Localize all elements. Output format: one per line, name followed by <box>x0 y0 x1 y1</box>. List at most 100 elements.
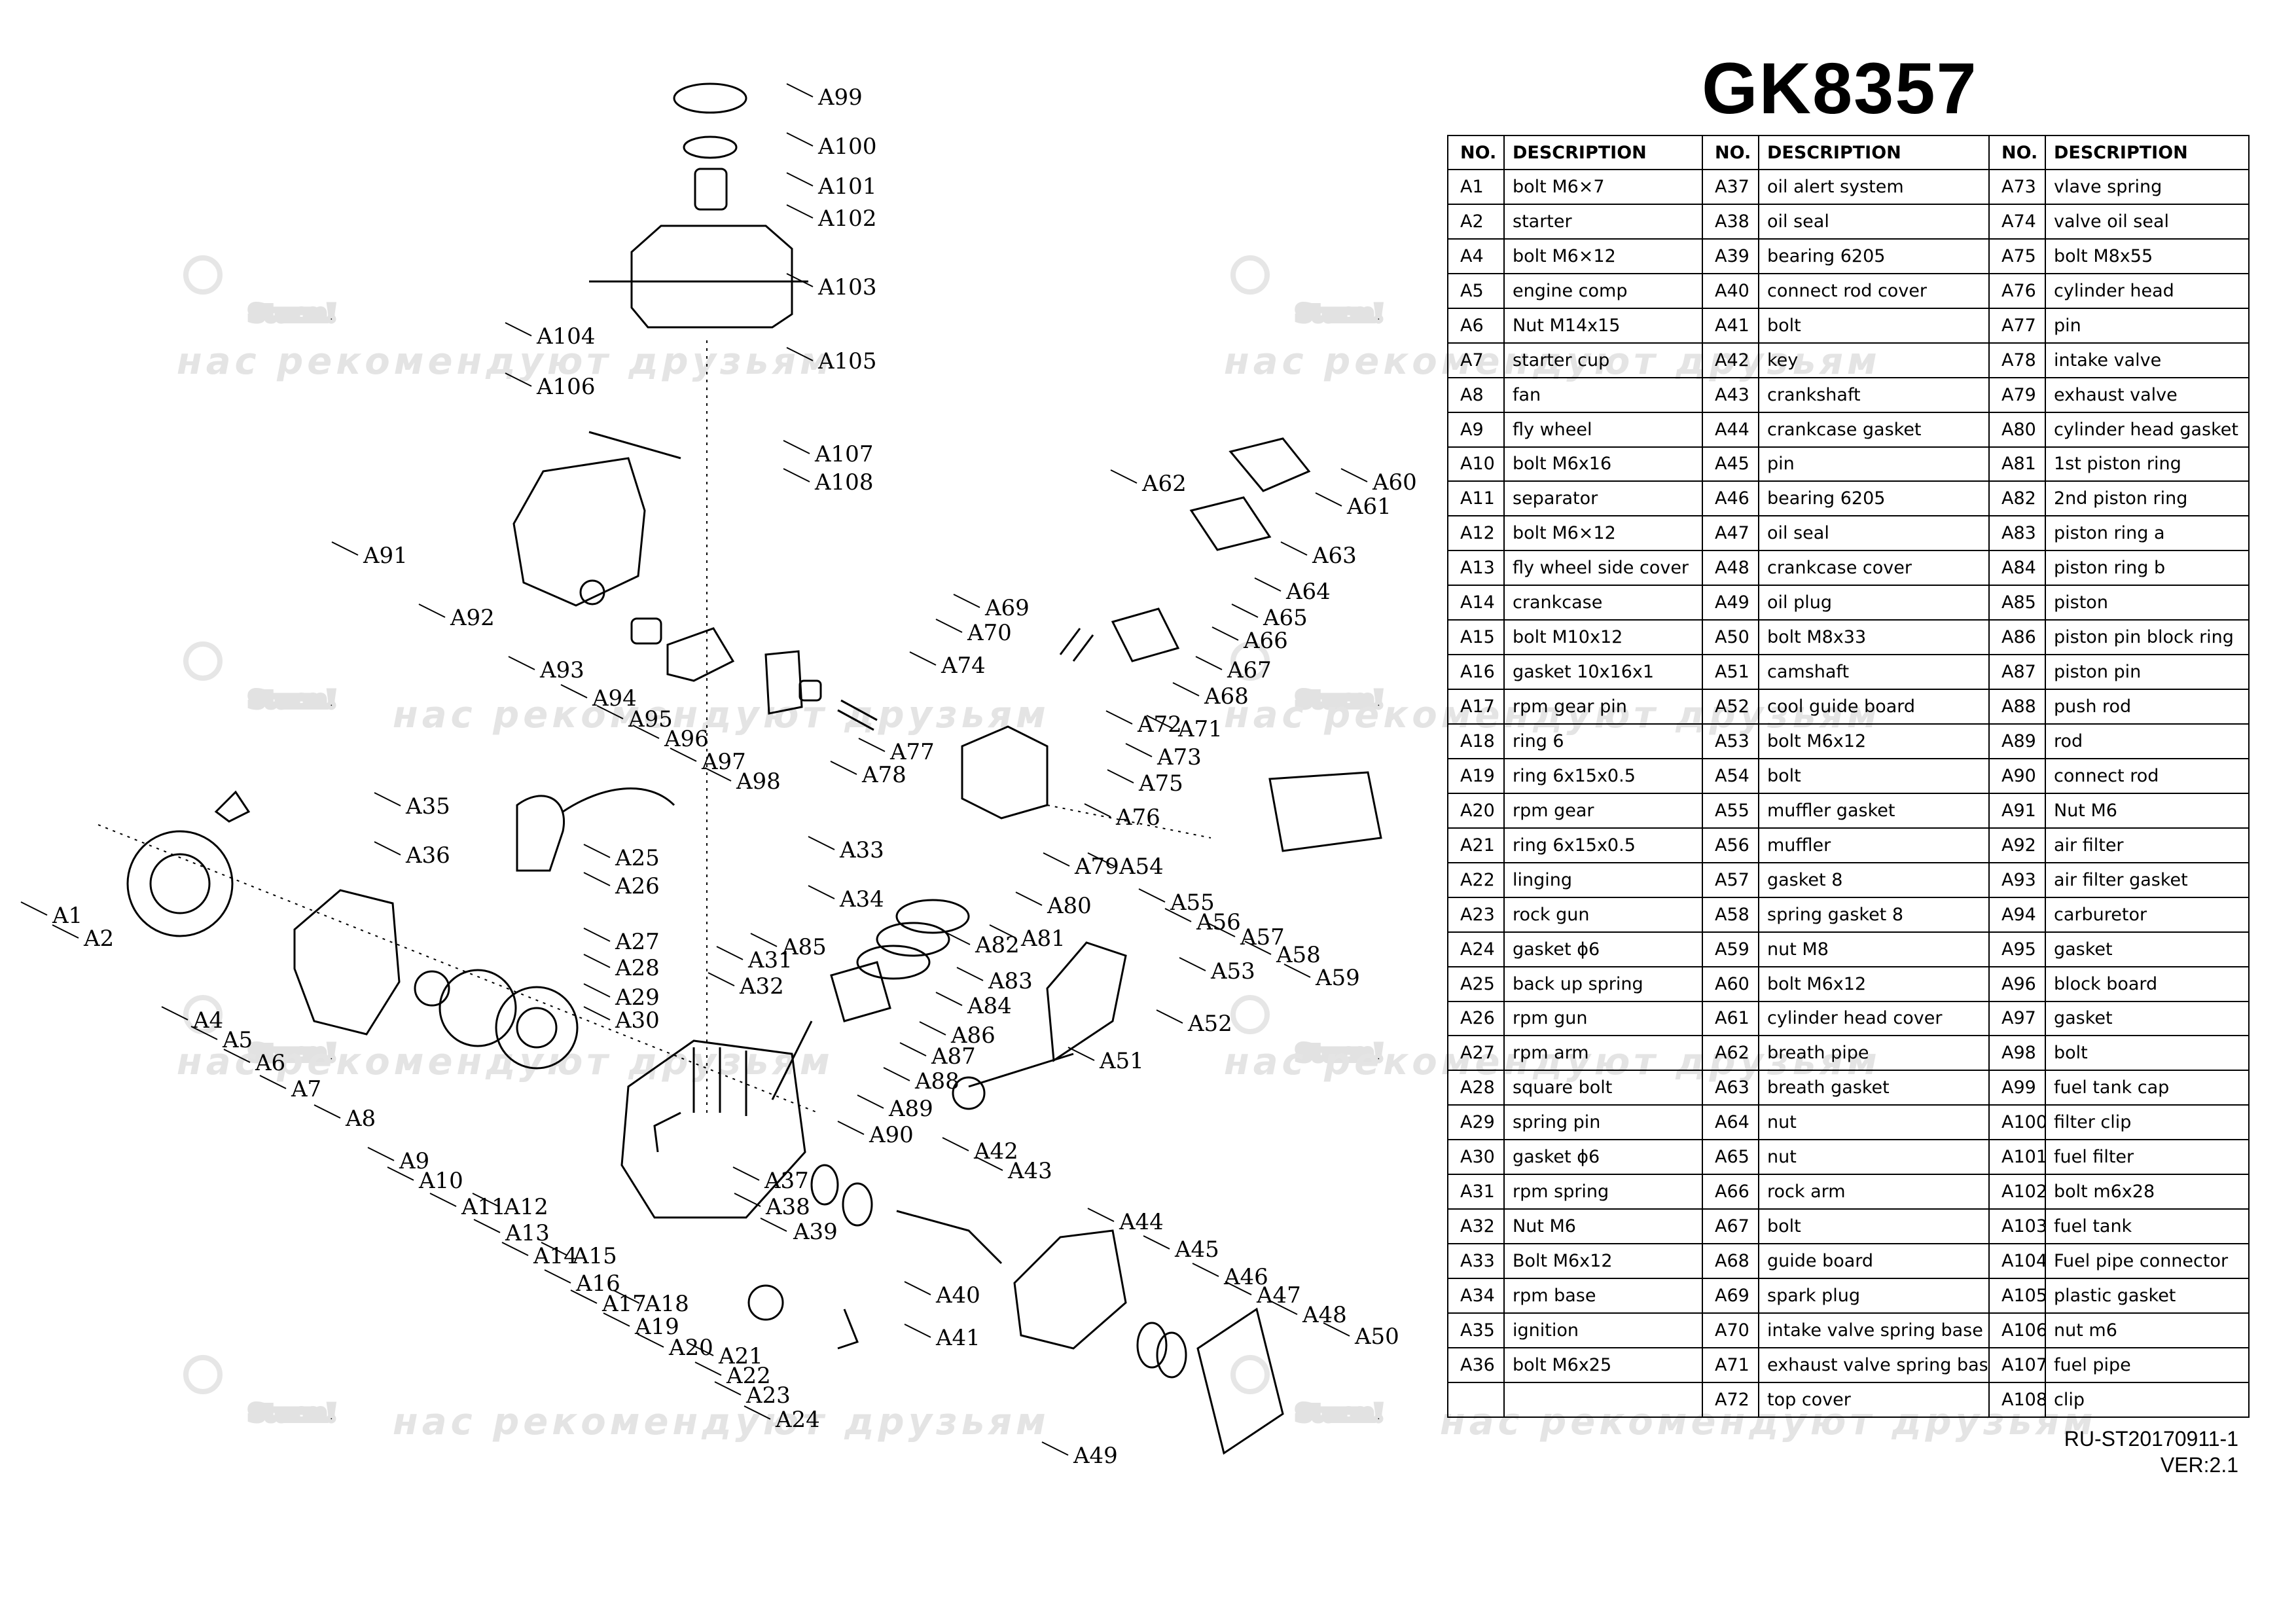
part-number-cell: A71 <box>1702 1346 1759 1383</box>
part-description-cell: piston <box>2045 585 2250 621</box>
part-number-cell: A91 <box>1988 792 2046 829</box>
part-description-cell: crankshaft <box>1758 376 1990 413</box>
watermark-slogan: нас рекомендуют друзьям <box>393 694 1050 736</box>
part-description-cell: ring 6 <box>1503 723 1703 759</box>
part-number-cell: A98 <box>1988 1035 2046 1072</box>
header-no-1: NO. <box>1447 135 1505 170</box>
exploded-parts-diagram: A1A2A4A5A6A7A8A9A10A11A12A13A14A15A16A17… <box>20 82 1417 1469</box>
part-number-cell: A70 <box>1702 1312 1759 1348</box>
filter-clip-shape <box>683 135 738 159</box>
part-number-cell: A83 <box>1988 515 2046 552</box>
flywheel-side-cover-shape <box>293 889 401 1036</box>
callout-leader-line <box>1270 1301 1298 1315</box>
header-description-2: DESCRIPTION <box>1758 135 1990 170</box>
part-number-cell: A48 <box>1702 550 1759 586</box>
part-description-cell: ignition <box>1503 1312 1703 1348</box>
callout-label: A53 <box>1210 958 1255 984</box>
callout-label: A104 <box>536 323 595 350</box>
part-number-cell: A52 <box>1702 689 1759 725</box>
callout-leader-line <box>374 841 401 856</box>
callout-label: A28 <box>615 955 660 981</box>
callout-leader-line <box>1125 743 1153 757</box>
part-number-cell: A20 <box>1447 792 1505 829</box>
callout-label: A40 <box>935 1282 980 1308</box>
ignition-shape <box>516 795 565 872</box>
callout-label: A9 <box>399 1148 429 1174</box>
cool-guide-board-shape <box>1046 941 1127 1062</box>
part-number-cell: A26 <box>1447 1000 1505 1037</box>
callout-leader-line <box>1231 604 1259 618</box>
part-number-cell: A33 <box>1447 1243 1505 1279</box>
callout-label: A97 <box>701 749 746 775</box>
callout-leader-line <box>637 1333 664 1348</box>
part-description-cell: cool guide board <box>1758 689 1990 725</box>
callout-leader-line <box>583 844 611 858</box>
callout-label: A76 <box>1115 804 1160 831</box>
part-description-cell: connect rod cover <box>1758 272 1990 309</box>
callout-label: A88 <box>914 1068 960 1094</box>
callout-label: A52 <box>1187 1011 1232 1037</box>
part-number-cell: A16 <box>1447 654 1505 691</box>
callout-leader-line <box>1138 888 1166 903</box>
callout-leader-line <box>1087 852 1115 867</box>
callout-label: A87 <box>931 1043 976 1070</box>
part-number-cell: A104 <box>1988 1243 2046 1279</box>
callout-label: A55 <box>1170 890 1215 916</box>
callout-leader-line <box>909 651 937 666</box>
part-number-cell: A34 <box>1447 1278 1505 1314</box>
callout-leader-line <box>1195 656 1223 670</box>
part-number-cell: A94 <box>1988 896 2046 933</box>
part-description-cell: starter <box>1503 203 1703 240</box>
callout-label: A84 <box>967 993 1012 1019</box>
guide-board-shape <box>1111 607 1180 662</box>
part-number-cell: A102 <box>1988 1174 2046 1210</box>
callout-label: A49 <box>1073 1443 1118 1469</box>
part-number-cell: A30 <box>1447 1139 1505 1176</box>
part-number-cell: A65 <box>1702 1139 1759 1176</box>
callout-leader-line <box>1084 803 1111 818</box>
callout-leader-line <box>837 1121 865 1135</box>
callout-leader-line <box>783 468 810 482</box>
callout-leader-line <box>190 1026 218 1040</box>
part-number-cell: A43 <box>1702 376 1759 413</box>
part-description-cell: rpm gear pin <box>1503 689 1703 725</box>
part-description-cell: fuel pipe <box>2045 1346 2250 1383</box>
callout-label: A61 <box>1346 494 1391 520</box>
callout-label: A89 <box>888 1096 933 1122</box>
part-number-cell: A95 <box>1988 931 2046 967</box>
watermark-logo: Sturm! <box>177 576 766 736</box>
fan-shape <box>439 969 517 1047</box>
callout-label: A25 <box>615 845 660 871</box>
callout-label: A75 <box>1138 770 1183 797</box>
bearing-2-shape <box>1136 1322 1168 1369</box>
callout-label: A83 <box>988 968 1033 994</box>
callout-leader-line <box>1323 1322 1350 1337</box>
watermark-slogan: нас рекомендуют друзьям <box>177 340 834 383</box>
part-number-cell: A60 <box>1702 965 1759 1002</box>
breath-gasket-shape <box>1189 496 1272 551</box>
part-description-cell: gasket <box>2045 1000 2250 1037</box>
part-number-cell: A14 <box>1447 585 1505 621</box>
callout-leader-line <box>583 954 611 968</box>
document-version: VER:2.1 <box>2160 1453 2238 1477</box>
part-description-cell: bolt <box>1758 307 1990 344</box>
part-description-cell: block board <box>2045 965 2250 1002</box>
callout-leader-line <box>544 1269 571 1284</box>
part-description-cell: 2nd piston ring <box>2045 480 2250 517</box>
part-number-cell: A90 <box>1988 757 2046 794</box>
callout-leader-line <box>505 372 532 387</box>
part-number-cell: A108 <box>1988 1381 2046 1418</box>
part-description-cell: cylinder head gasket <box>2045 411 2250 448</box>
callout-leader-line <box>367 1147 395 1161</box>
callout-label: A21 <box>718 1343 763 1369</box>
part-description-cell: Nut M14x15 <box>1503 307 1703 344</box>
callout-leader-line <box>989 924 1016 939</box>
